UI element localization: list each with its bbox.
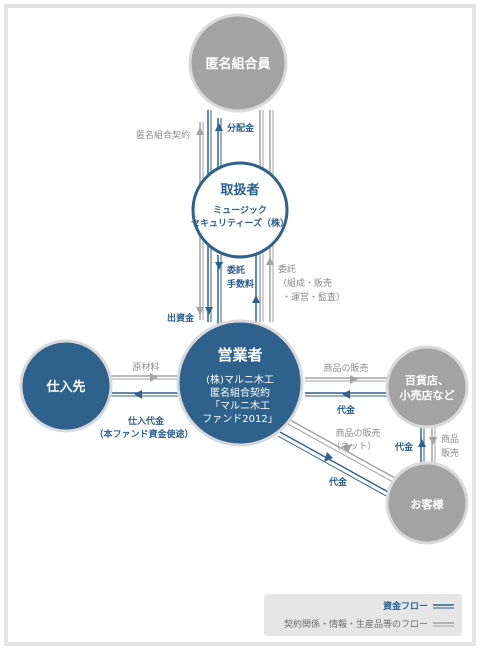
arrow-contract-up — [196, 127, 204, 135]
arrow-commission-down — [215, 262, 223, 270]
arrow-payment-stores — [342, 390, 350, 399]
handler-label: 取扱者 — [220, 182, 259, 198]
label-dividend: 分配金 — [227, 122, 255, 134]
operator-line2: 匿名組合契約 — [210, 386, 270, 399]
handler-sub2: セキュリティーズ（株） — [191, 217, 289, 229]
legend-box — [264, 594, 462, 636]
label-payment-customer: 代金 — [328, 476, 348, 488]
arrow-product-sales-store — [429, 437, 437, 445]
operator-line3: 「マルニ木工 — [210, 400, 270, 412]
label-payment-stores: 代金 — [336, 404, 356, 416]
arrow-payment-customer-store — [418, 439, 426, 447]
label-commission-detail1: （組成・販売 — [278, 277, 332, 289]
node-handler: 取扱者 ミュージック セキュリティーズ（株） — [191, 161, 289, 259]
label-purchase-payment: 仕入代金 — [127, 415, 165, 427]
node-stores: 百貨店、 小売店など — [385, 345, 469, 429]
arrow-purchase-payment — [134, 390, 142, 399]
node-supplier: 仕入先 — [19, 339, 113, 433]
node-investor: 匿名組合員 — [188, 13, 288, 113]
stores-label2: 小売店など — [399, 388, 455, 402]
node-customer: お客様 — [385, 461, 469, 545]
operator-line4: ファンド2012」 — [202, 414, 277, 425]
arrow-investment-down — [205, 307, 213, 315]
arrow-dividend-up — [215, 123, 223, 131]
label-commission: 委託 — [226, 264, 245, 276]
investor-label: 匿名組合員 — [205, 56, 270, 72]
arrow-commission-up — [252, 295, 260, 303]
label-product-sales: 商品の販売 — [323, 362, 368, 374]
legend-contract-flow: 契約関係・情報・生産品等のフロー — [284, 618, 428, 630]
arrow-product-sales — [350, 375, 358, 384]
line-payment-customer — [279, 431, 391, 494]
arrow-raw-materials — [150, 373, 158, 382]
legend: 資金フロー 契約関係・情報・生産品等のフロー — [264, 594, 462, 636]
label-commission-detail2: ・運営・監査） — [282, 291, 345, 303]
label-product-sales-store2: 販売 — [441, 447, 459, 459]
edge-labels: 匿名組合契約 分配金 委託 手数料 委託 （組成・販売 ・運営・監査） 出資金 … — [94, 122, 459, 488]
arrowheads — [134, 123, 437, 462]
legend-money-flow: 資金フロー — [383, 600, 428, 612]
arrow-payment-customer — [324, 452, 333, 462]
label-contract: 匿名組合契約 — [136, 129, 190, 141]
label-raw-materials: 原材料 — [132, 361, 159, 373]
node-operator: 営業者 (株)マルニ木工 匿名組合契約 「マルニ木工 ファンド2012」 — [176, 319, 304, 447]
operator-line1: (株)マルニ木工 — [206, 373, 274, 386]
customer-label: お客様 — [411, 497, 445, 511]
arrow-gray-down-left — [196, 307, 204, 315]
supplier-label: 仕入先 — [45, 379, 85, 395]
label-commission-gray: 委託 — [278, 263, 296, 275]
operator-label: 営業者 — [217, 346, 262, 364]
line-product-sales-net — [289, 419, 396, 479]
label-investment: 出資金 — [167, 312, 195, 324]
arrow-gray-up-right — [266, 257, 274, 265]
arrow-product-sales-net — [342, 444, 352, 453]
label-fee: 手数料 — [227, 278, 254, 290]
handler-sub1: ミュージック — [213, 205, 267, 216]
label-product-sales-net-note: （ネット） — [331, 441, 376, 452]
stores-label1: 百貨店、 — [405, 373, 449, 387]
label-product-sales-net: 商品の販売 — [335, 427, 380, 439]
label-purchase-payment-note: （本ファンド資金使途） — [94, 428, 193, 440]
label-payment-customer-store: 代金 — [394, 441, 414, 453]
label-product-sales-store1: 商品 — [441, 433, 459, 445]
